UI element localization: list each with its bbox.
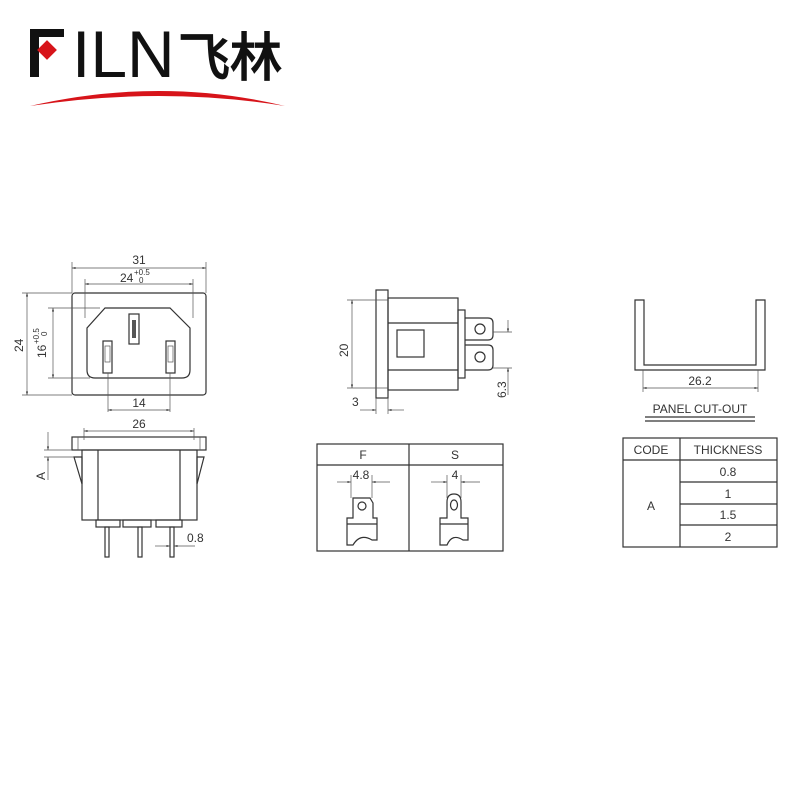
bottom-view: 26 A 0.8 <box>34 417 207 558</box>
panel-cutout: 26.2 PANEL CUT-OUT <box>634 299 766 422</box>
svg-text:+0.5: +0.5 <box>134 268 150 277</box>
svg-text:0: 0 <box>40 331 49 336</box>
f-terminal <box>346 497 378 546</box>
pin <box>169 526 175 558</box>
terminal-type-table: F S 4.8 4 <box>316 443 504 552</box>
pin <box>137 526 143 558</box>
pin <box>104 526 110 558</box>
thickness-table: CODE THICKNESS A 0.8 1 1.5 2 <box>622 437 778 548</box>
svg-text:4: 4 <box>452 468 459 482</box>
svg-text:0.8: 0.8 <box>720 465 737 479</box>
svg-text:CODE: CODE <box>634 443 669 457</box>
neutral-pin-slot <box>165 340 176 374</box>
svg-text:24: 24 <box>120 271 134 285</box>
svg-text:31: 31 <box>132 253 146 267</box>
logo-brand-rest: ILN <box>72 17 175 91</box>
socket-opening <box>86 307 191 379</box>
svg-text:A: A <box>34 472 48 480</box>
front-view: 31 24 +0.5 0 24 16 +0.5 0 14 <box>12 253 207 412</box>
svg-text:0.8: 0.8 <box>187 531 204 545</box>
svg-text:PANEL CUT-OUT: PANEL CUT-OUT <box>653 402 748 416</box>
svg-text:0: 0 <box>139 276 144 285</box>
svg-text:S: S <box>451 448 459 462</box>
svg-text:A: A <box>647 499 655 513</box>
s-terminal <box>439 493 469 546</box>
logo-swoosh <box>30 91 285 106</box>
svg-text:4.8: 4.8 <box>353 468 370 482</box>
svg-text:6.3: 6.3 <box>495 381 509 398</box>
side-view: 20 3 6.3 <box>337 289 512 414</box>
svg-text:24: 24 <box>12 338 26 352</box>
svg-text:26: 26 <box>132 417 146 431</box>
svg-text:F: F <box>359 448 366 462</box>
svg-text:+0.5: +0.5 <box>32 328 41 344</box>
svg-text:26.2: 26.2 <box>688 374 712 388</box>
svg-text:1.5: 1.5 <box>720 508 737 522</box>
live-pin-slot <box>102 340 113 374</box>
svg-text:THICKNESS: THICKNESS <box>694 443 763 457</box>
logo-chinese: 飞林 <box>178 30 282 88</box>
svg-text:2: 2 <box>725 530 732 544</box>
svg-text:20: 20 <box>337 343 351 357</box>
red-diamond-icon <box>37 40 57 60</box>
filn-logo: ILN 飞林 <box>30 17 285 106</box>
svg-text:1: 1 <box>725 487 732 501</box>
svg-text:14: 14 <box>132 396 146 410</box>
svg-text:16: 16 <box>35 344 49 358</box>
svg-text:3: 3 <box>352 395 359 409</box>
